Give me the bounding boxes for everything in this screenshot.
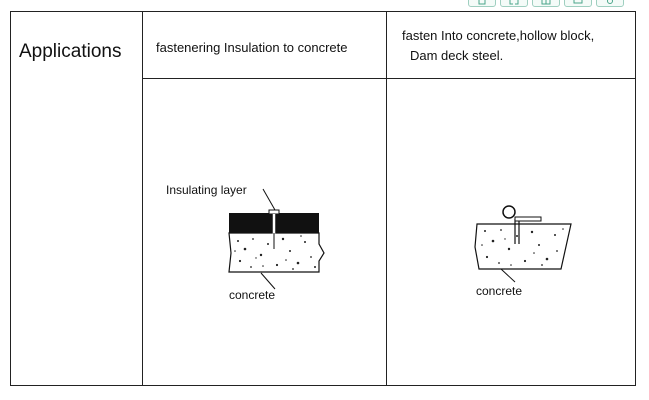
insulation-leader <box>262 188 276 211</box>
viewer-toolbar <box>468 0 649 9</box>
concrete-aggregate <box>234 235 316 270</box>
concrete-block <box>474 223 572 270</box>
compare-button[interactable] <box>532 0 560 7</box>
concrete-leader <box>260 272 276 290</box>
concrete-aggregate <box>481 228 564 266</box>
concrete-label-masonry: concrete <box>476 284 523 298</box>
window-icon <box>573 0 583 4</box>
compare-icon <box>541 0 551 5</box>
insulation-diagram-drawing <box>228 188 325 290</box>
figure-cell-insulation: Insulating layer concrete <box>142 78 387 386</box>
fastener-loop <box>502 205 516 219</box>
concrete-fastening-diagram: concrete <box>387 79 635 385</box>
header-row: Applications fastenering Insulation to c… <box>10 11 636 386</box>
row-label-cell: Applications <box>10 11 143 386</box>
application-cell-insulation: fastenering Insulation to concrete <box>142 11 387 79</box>
expand-button[interactable] <box>500 0 528 7</box>
concrete-leader <box>500 268 516 283</box>
figure-cell-concrete: concrete <box>386 78 636 386</box>
home-button[interactable] <box>468 0 496 7</box>
application-line-1: fasten Into concrete,hollow block, <box>402 28 595 43</box>
fastener-plate <box>514 216 542 222</box>
applications-table: Applications fastenering Insulation to c… <box>10 11 636 386</box>
concrete-diagram-drawing <box>474 205 572 283</box>
concrete-block <box>228 232 325 273</box>
gear-icon <box>607 0 613 4</box>
insulation-fastening-diagram: Insulating layer concrete <box>143 79 386 385</box>
applications-label: Applications <box>19 41 122 62</box>
concrete-label-insulation: concrete <box>229 288 276 302</box>
application-text-concrete: fasten Into concrete,hollow block, Dam d… <box>387 12 635 66</box>
expand-icon <box>509 0 519 5</box>
application-text-insulation: fastenering Insulation to concrete <box>156 40 348 55</box>
window-button[interactable] <box>564 0 592 7</box>
application-line-2: Dam deck steel. <box>410 48 504 63</box>
figure-row: Insulating layer concrete <box>11 78 636 386</box>
home-icon <box>478 0 486 5</box>
application-cell-concrete: fasten Into concrete,hollow block, Dam d… <box>386 11 636 79</box>
settings-button[interactable] <box>596 0 624 7</box>
fastener-head <box>268 209 280 215</box>
insulating-layer-label: Insulating layer <box>166 183 247 197</box>
